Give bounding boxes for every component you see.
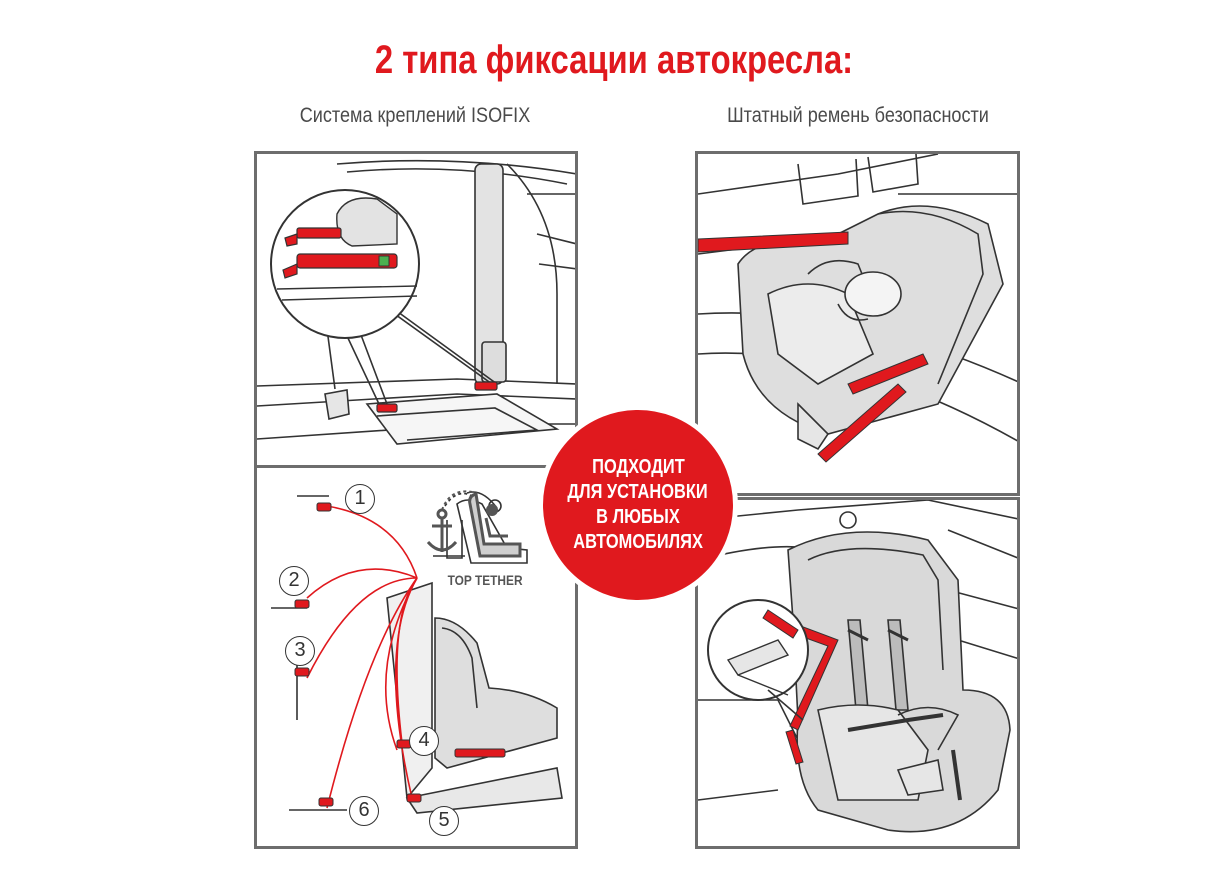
- top-tether-label: TOP TETHER: [447, 572, 523, 588]
- booster-seat-belt-panel: [695, 497, 1020, 849]
- child-seat-icon: [468, 492, 522, 558]
- seatbelt-subtitle: Штатный ремень безопасности: [727, 104, 989, 127]
- badge-line-4: АВТОМОБИЛЯХ: [573, 531, 703, 553]
- tether-position-5: 5: [429, 806, 459, 836]
- top-tether-illustration-panel: 1 2 3 4 5 6 TOP TETHER: [254, 465, 578, 849]
- badge-line-1: ПОДХОДИТ: [591, 456, 685, 478]
- anchor-icon: [426, 508, 458, 552]
- booster-seat-belt-illustration: [698, 500, 1017, 833]
- top-tether-icon-group: [426, 490, 522, 558]
- badge-line-2: ДЛЯ УСТАНОВКИ: [567, 481, 709, 503]
- tether-position-6: 6: [349, 796, 379, 826]
- compatibility-badge: ПОДХОДИТ ДЛЯ УСТАНОВКИ В ЛЮБЫХ АВТОМОБИЛ…: [538, 405, 738, 605]
- page-title: 2 типа фиксации автокресла:: [374, 38, 854, 82]
- tether-position-4: 4: [409, 726, 439, 756]
- badge-line-3: В ЛЮБЫХ: [596, 506, 680, 528]
- isofix-car-interior-illustration: [257, 159, 575, 445]
- tether-position-3: 3: [285, 636, 315, 666]
- tether-position-1: 1: [345, 484, 375, 514]
- isofix-subtitle: Система креплений ISOFIX: [299, 104, 531, 127]
- infant-seat-belt-illustration: [698, 154, 1017, 463]
- isofix-illustration-panel: [254, 151, 578, 468]
- tether-position-2: 2: [279, 566, 309, 596]
- infant-seat-belt-panel: [695, 151, 1020, 496]
